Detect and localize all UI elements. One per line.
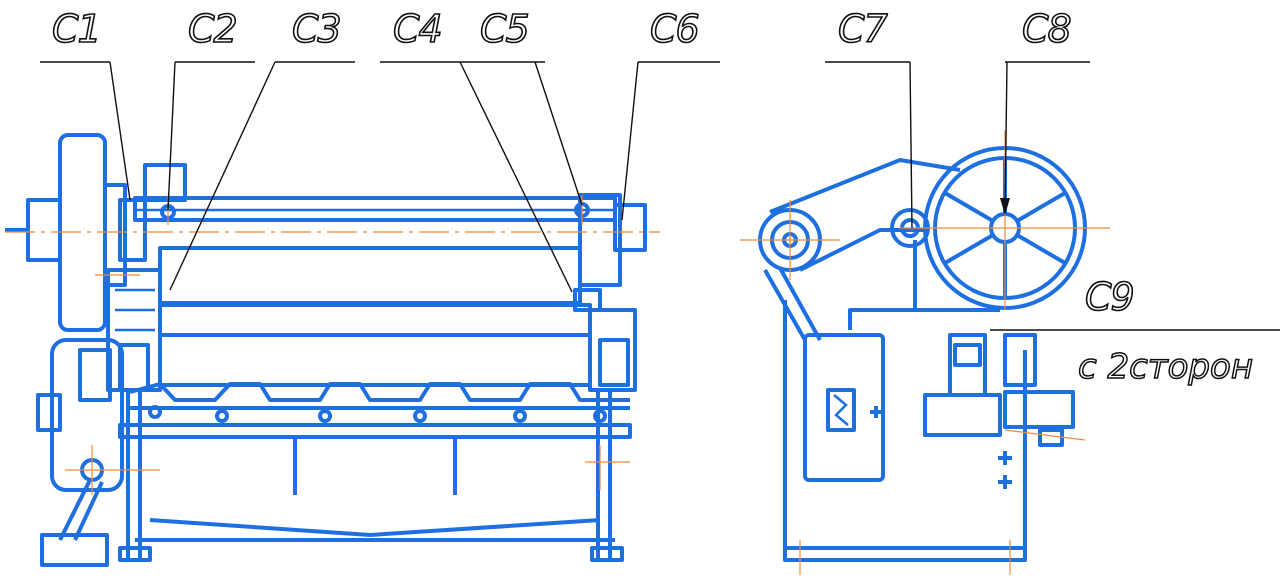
front-bolts	[148, 202, 607, 423]
table	[118, 423, 632, 542]
label-c9: C9	[1085, 275, 1134, 319]
leader-lines	[40, 61, 1280, 331]
label-c7: C7	[838, 7, 888, 51]
legs	[118, 390, 624, 562]
label-c6: C6	[650, 7, 699, 51]
label-both-sides-note: c 2сторон	[1078, 347, 1253, 387]
label-c1: C1	[52, 7, 101, 51]
label-c4: C4	[393, 7, 442, 51]
brake-unit	[923, 333, 1075, 447]
left-block	[106, 268, 162, 392]
side-plus-marks	[870, 406, 1012, 489]
front-view	[5, 133, 660, 567]
label-c8: C8	[1022, 7, 1071, 51]
label-c5: C5	[480, 7, 529, 51]
label-c2: C2	[188, 7, 237, 51]
top-beam	[133, 163, 647, 287]
right-block	[573, 288, 637, 392]
label-c3: C3	[292, 7, 341, 51]
blade-beams	[158, 246, 592, 387]
front-axes	[5, 195, 660, 495]
electrical-cabinet	[803, 333, 885, 482]
side-axes	[740, 130, 1110, 575]
side-view	[740, 130, 1110, 575]
blade-teeth	[129, 382, 630, 410]
side-frame	[783, 240, 1027, 562]
